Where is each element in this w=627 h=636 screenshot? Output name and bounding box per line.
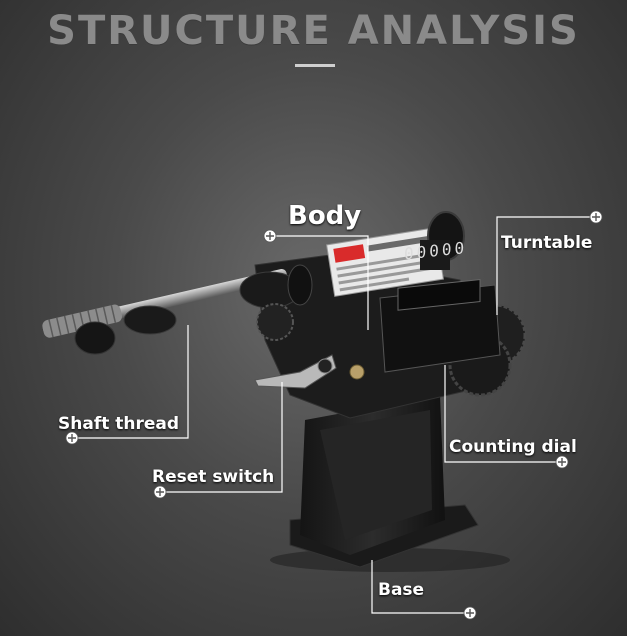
- label-turntable: Turntable: [501, 233, 593, 253]
- title-underline: [295, 64, 335, 67]
- page-title: STRUCTURE ANALYSIS: [47, 8, 580, 54]
- label-body: Body: [288, 201, 362, 231]
- small-gear: [256, 303, 294, 341]
- nameplate: [326, 227, 444, 297]
- brass-screw: [349, 364, 365, 380]
- label-counting-dial: Counting dial: [449, 437, 577, 457]
- counter-window: [397, 278, 481, 311]
- label-shaft-thread: Shaft thread: [58, 414, 180, 434]
- cone-collar: [123, 305, 177, 335]
- reset-lever: [254, 354, 337, 389]
- label-reset-switch: Reset switch: [152, 467, 275, 487]
- front-nut: [74, 321, 116, 355]
- shaft-thread: [42, 304, 122, 338]
- label-base: Base: [378, 580, 425, 600]
